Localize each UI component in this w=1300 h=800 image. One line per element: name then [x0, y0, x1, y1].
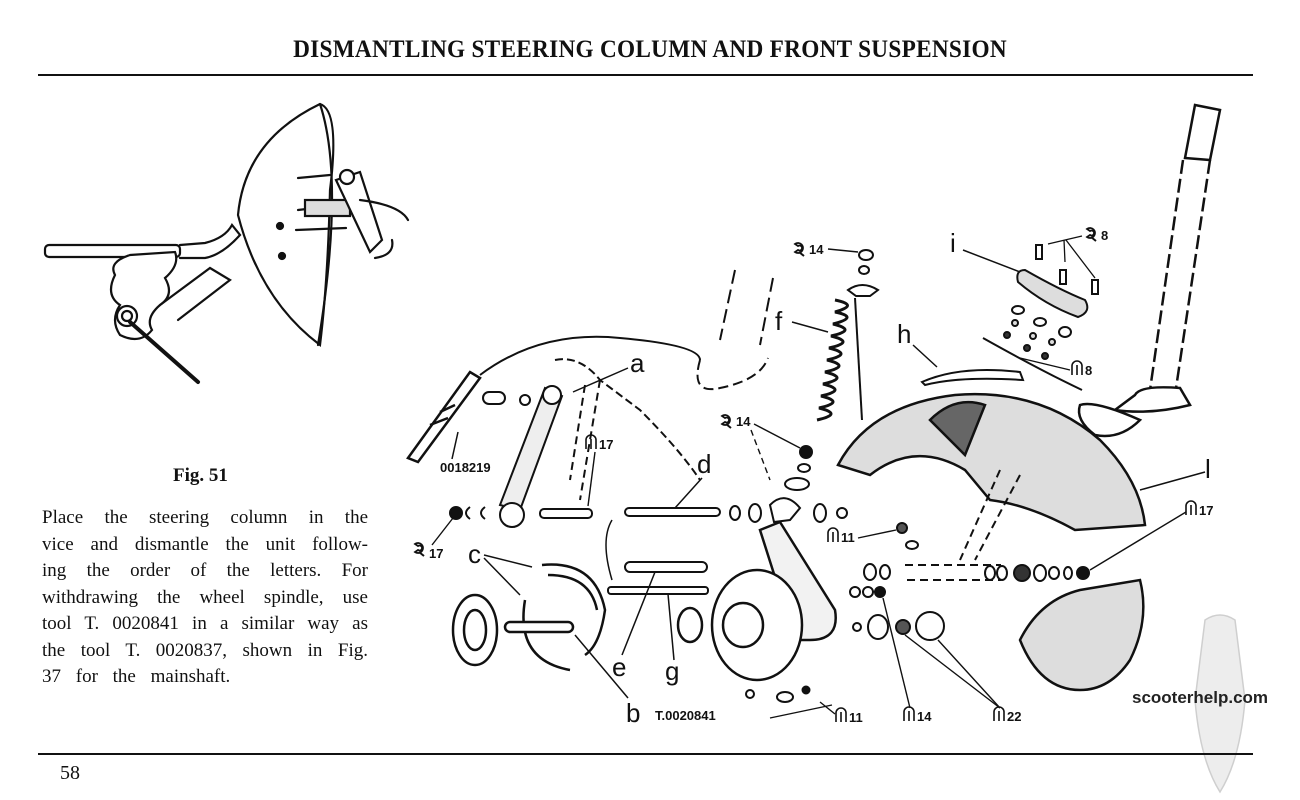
part-label-c: c: [468, 539, 481, 569]
socket-wrench-icon: [993, 706, 1005, 722]
watermark-text: scooterhelp.com: [1132, 688, 1269, 707]
socket-wrench-icon: [835, 707, 847, 723]
spindles: [539, 497, 848, 595]
mudguard: [836, 392, 1147, 692]
socket-label-22: 22: [1007, 709, 1021, 724]
instruction-line: tool T. 0020841 in a similar way as: [42, 613, 368, 634]
part-label-e: e: [612, 652, 626, 682]
frame-outline: [479, 269, 774, 501]
part-label-f: f: [775, 306, 783, 336]
part-label-h: h: [897, 319, 911, 349]
socket-label-17-b: 17: [1199, 503, 1213, 518]
steering-column: [1077, 103, 1222, 438]
mudguard-trim: [920, 368, 1025, 387]
open-wrench-icon: [721, 414, 732, 429]
socket-label-14: 14: [917, 709, 932, 724]
part-label-g: g: [665, 656, 679, 686]
footer-rule: [38, 753, 1253, 755]
part-label-l: l: [1205, 454, 1211, 484]
swing-arm: [905, 469, 1021, 581]
instruction-line: ing the order of the letters. For: [42, 560, 368, 581]
wrench-label-14-top: 14: [809, 242, 824, 257]
figure-caption: Fig. 51: [173, 465, 228, 486]
wrench-label-8: 8: [1101, 228, 1108, 243]
callout-leaders: [431, 248, 1187, 719]
tool-0018219: [406, 370, 482, 464]
page-number: 58: [60, 762, 80, 784]
wrench-label-14-mid: 14: [736, 414, 751, 429]
socket-label-11-b: 11: [849, 710, 863, 725]
brake-shoes: [522, 563, 607, 672]
spring: [816, 297, 863, 422]
vice-illustration: [43, 102, 410, 384]
part-label-i: i: [950, 228, 956, 258]
wrench-callouts: 14 14 17 8 17 8 11 17 11 14 22: [429, 228, 1213, 725]
part-label-d: d: [697, 449, 711, 479]
socket-wrench-icon: [903, 706, 915, 722]
tool-code-0018219: 0018219: [440, 460, 491, 475]
socket-label-11-a: 11: [841, 530, 855, 545]
nuts: [449, 506, 945, 703]
spring-washers: [784, 249, 880, 491]
fork-arm: [758, 520, 837, 642]
open-wrench-icon: [414, 542, 425, 557]
page-title: DISMANTLING STEERING COLUMN AND FRONT SU…: [293, 36, 1007, 63]
socket-wrench-icon: [1185, 500, 1197, 516]
instruction-line: the tool T. 0020837, shown in Fig.: [42, 639, 368, 661]
wrench-label-17: 17: [429, 546, 443, 561]
tool-code-spindle: T.0020841: [655, 708, 716, 723]
backplate: [451, 593, 575, 667]
instruction-text: Place the steering column in the vice an…: [42, 505, 368, 691]
header-rule: [38, 74, 1253, 76]
part-label-b: b: [626, 698, 640, 728]
part-label-a: a: [630, 348, 645, 378]
open-wrench-icon: [794, 242, 805, 257]
socket-label-8: 8: [1085, 363, 1092, 378]
instruction-line: Place the steering column in the: [42, 507, 368, 528]
instruction-line: withdrawing the wheel spindle, use: [42, 586, 368, 608]
shock-absorber: [482, 385, 564, 528]
scooterhelp-logo: [1194, 614, 1246, 794]
brake-hub: [676, 568, 804, 682]
open-wrench-icon: [1086, 227, 1097, 242]
swing-arm-washers: [863, 563, 1090, 582]
socket-wrench-icon: [827, 527, 839, 543]
instruction-line: 37 for the mainshaft.: [42, 666, 231, 687]
instruction-line: vice and dismantle the unit follow-: [42, 533, 368, 555]
link-plate: [982, 244, 1099, 391]
socket-label-17-a: 17: [599, 437, 613, 452]
socket-wrench-icon: [1071, 360, 1083, 376]
